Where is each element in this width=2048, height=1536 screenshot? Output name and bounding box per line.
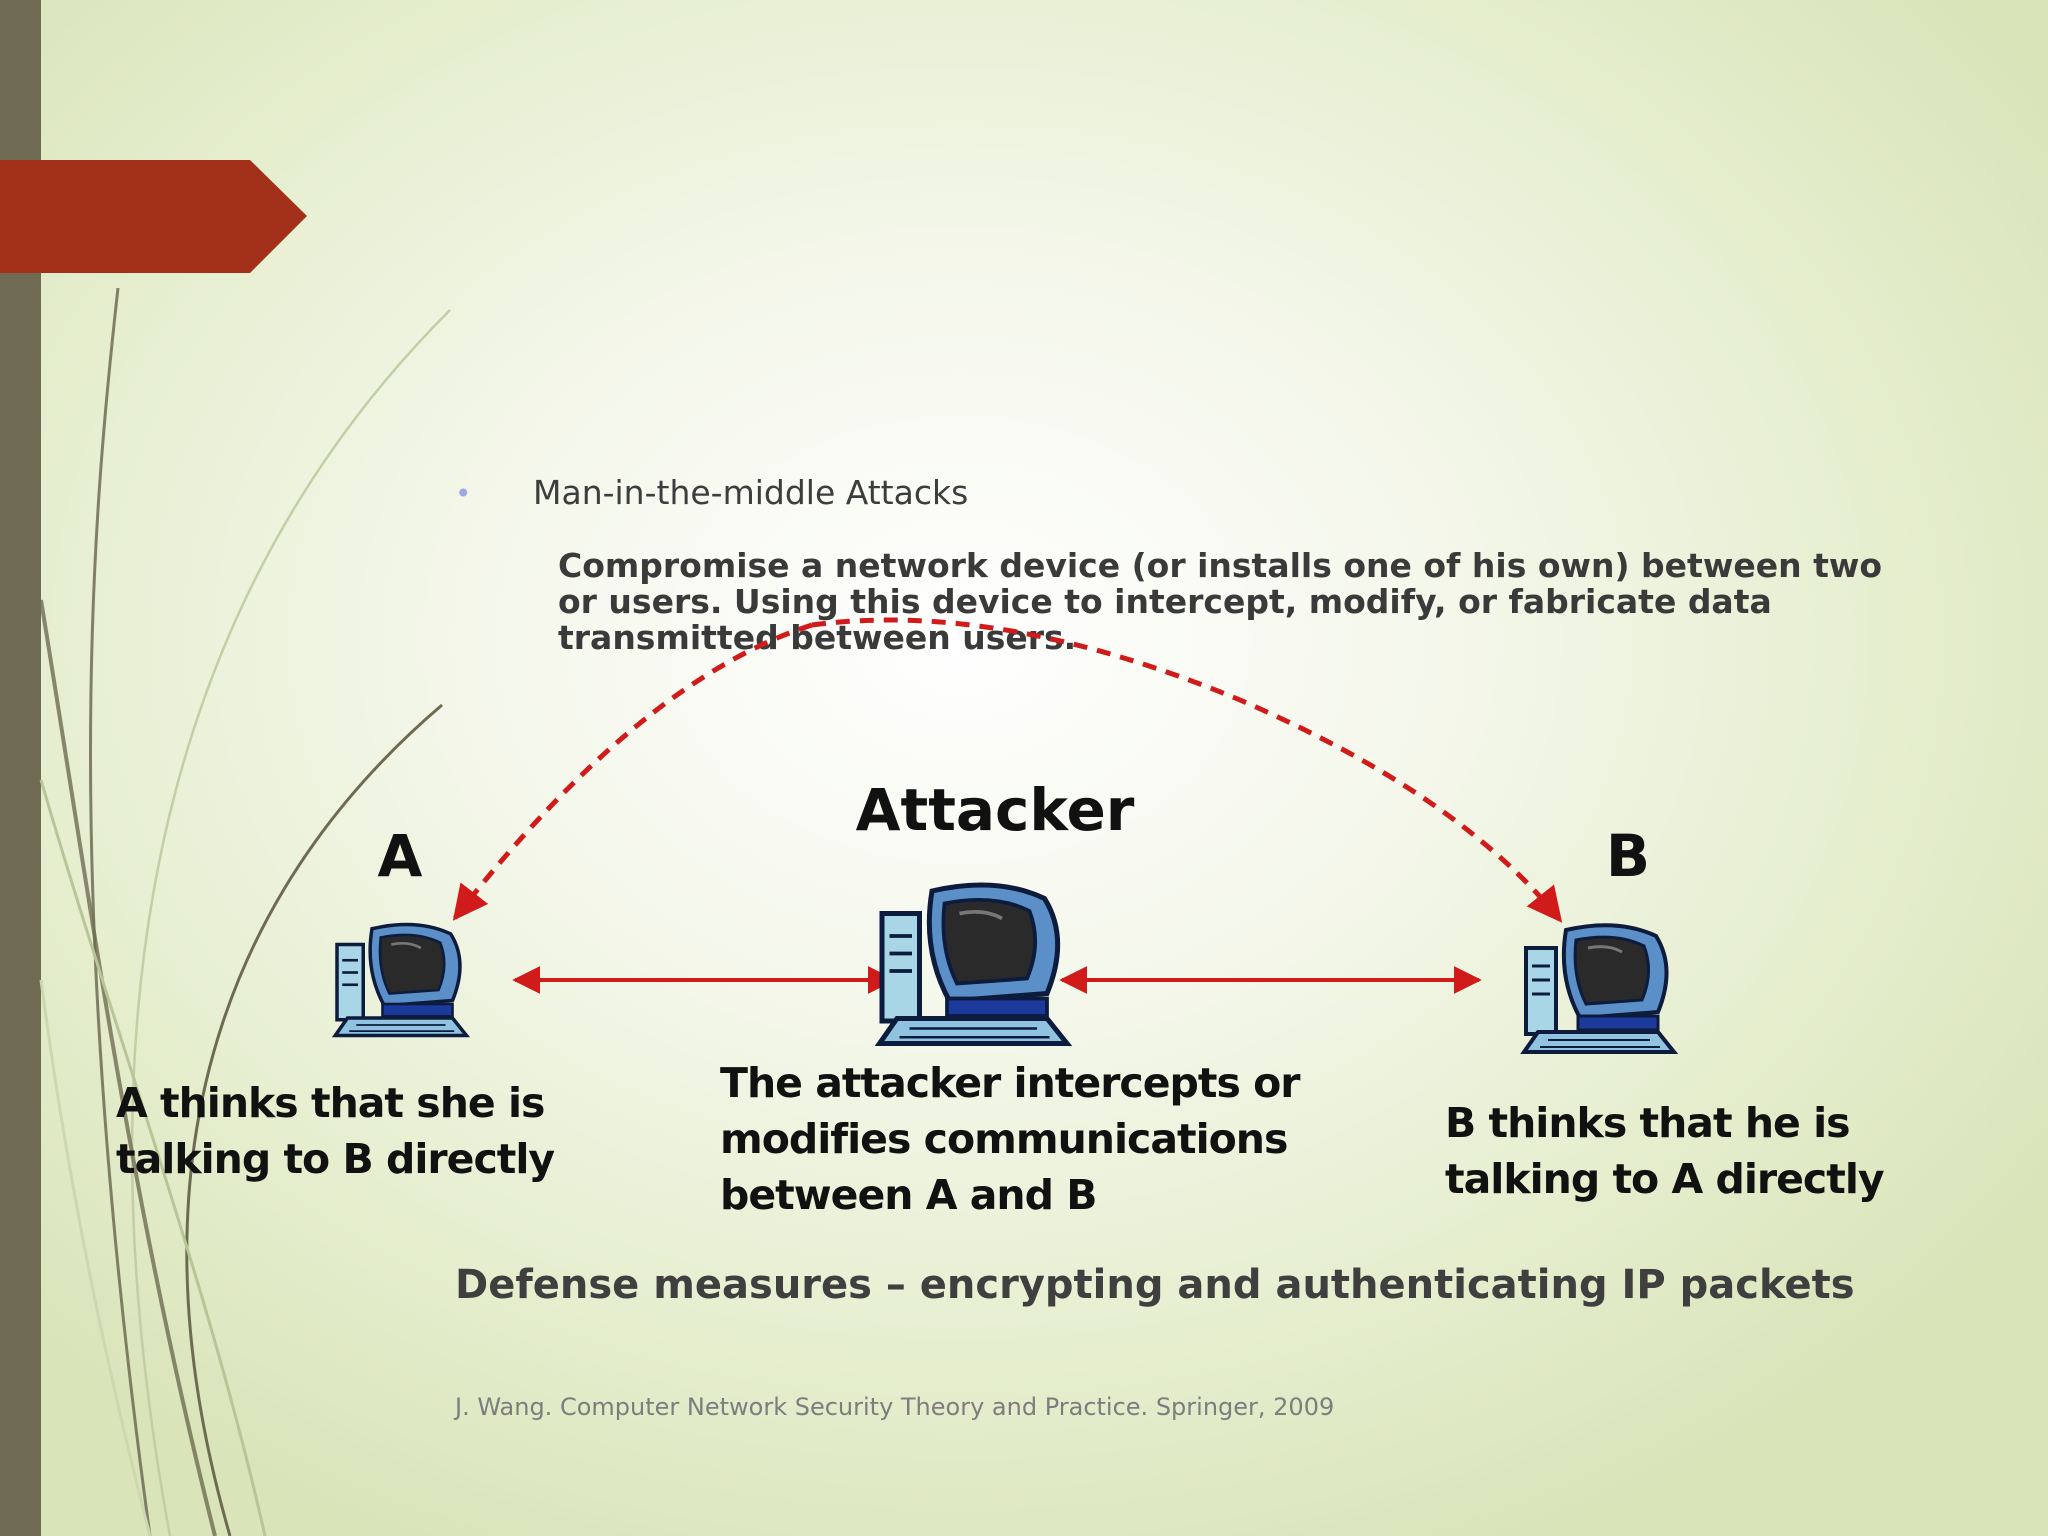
- dashed-arrow-to-a: [452, 622, 813, 921]
- node-label-a: A: [378, 822, 423, 890]
- computer-icon-a: [333, 922, 469, 1038]
- computer-icon-b: [1522, 923, 1676, 1054]
- node-label-b: B: [1606, 822, 1650, 890]
- title-tab-shape: [0, 160, 307, 273]
- caption-a: A thinks that she is talking to B direct…: [116, 1079, 555, 1183]
- caption-b: B thinks that he is talking to A directl…: [1445, 1099, 1885, 1203]
- bullet-icon: •: [455, 477, 472, 510]
- defense-measures: Defense measures – encrypting and authen…: [455, 1262, 1855, 1308]
- computer-icon-attacker: [880, 885, 1068, 1044]
- citation: J. Wang. Computer Network Security Theor…: [455, 1393, 1335, 1421]
- attack-description: Compromise a network device (or installs…: [558, 546, 1882, 657]
- dashed-arrow-a-to-b: [811, 617, 1563, 923]
- bullet-heading: Man-in-the-middle Attacks: [533, 473, 969, 512]
- node-label-attacker: Attacker: [856, 776, 1135, 844]
- caption-attacker: The attacker intercepts or modifies comm…: [720, 1059, 1301, 1219]
